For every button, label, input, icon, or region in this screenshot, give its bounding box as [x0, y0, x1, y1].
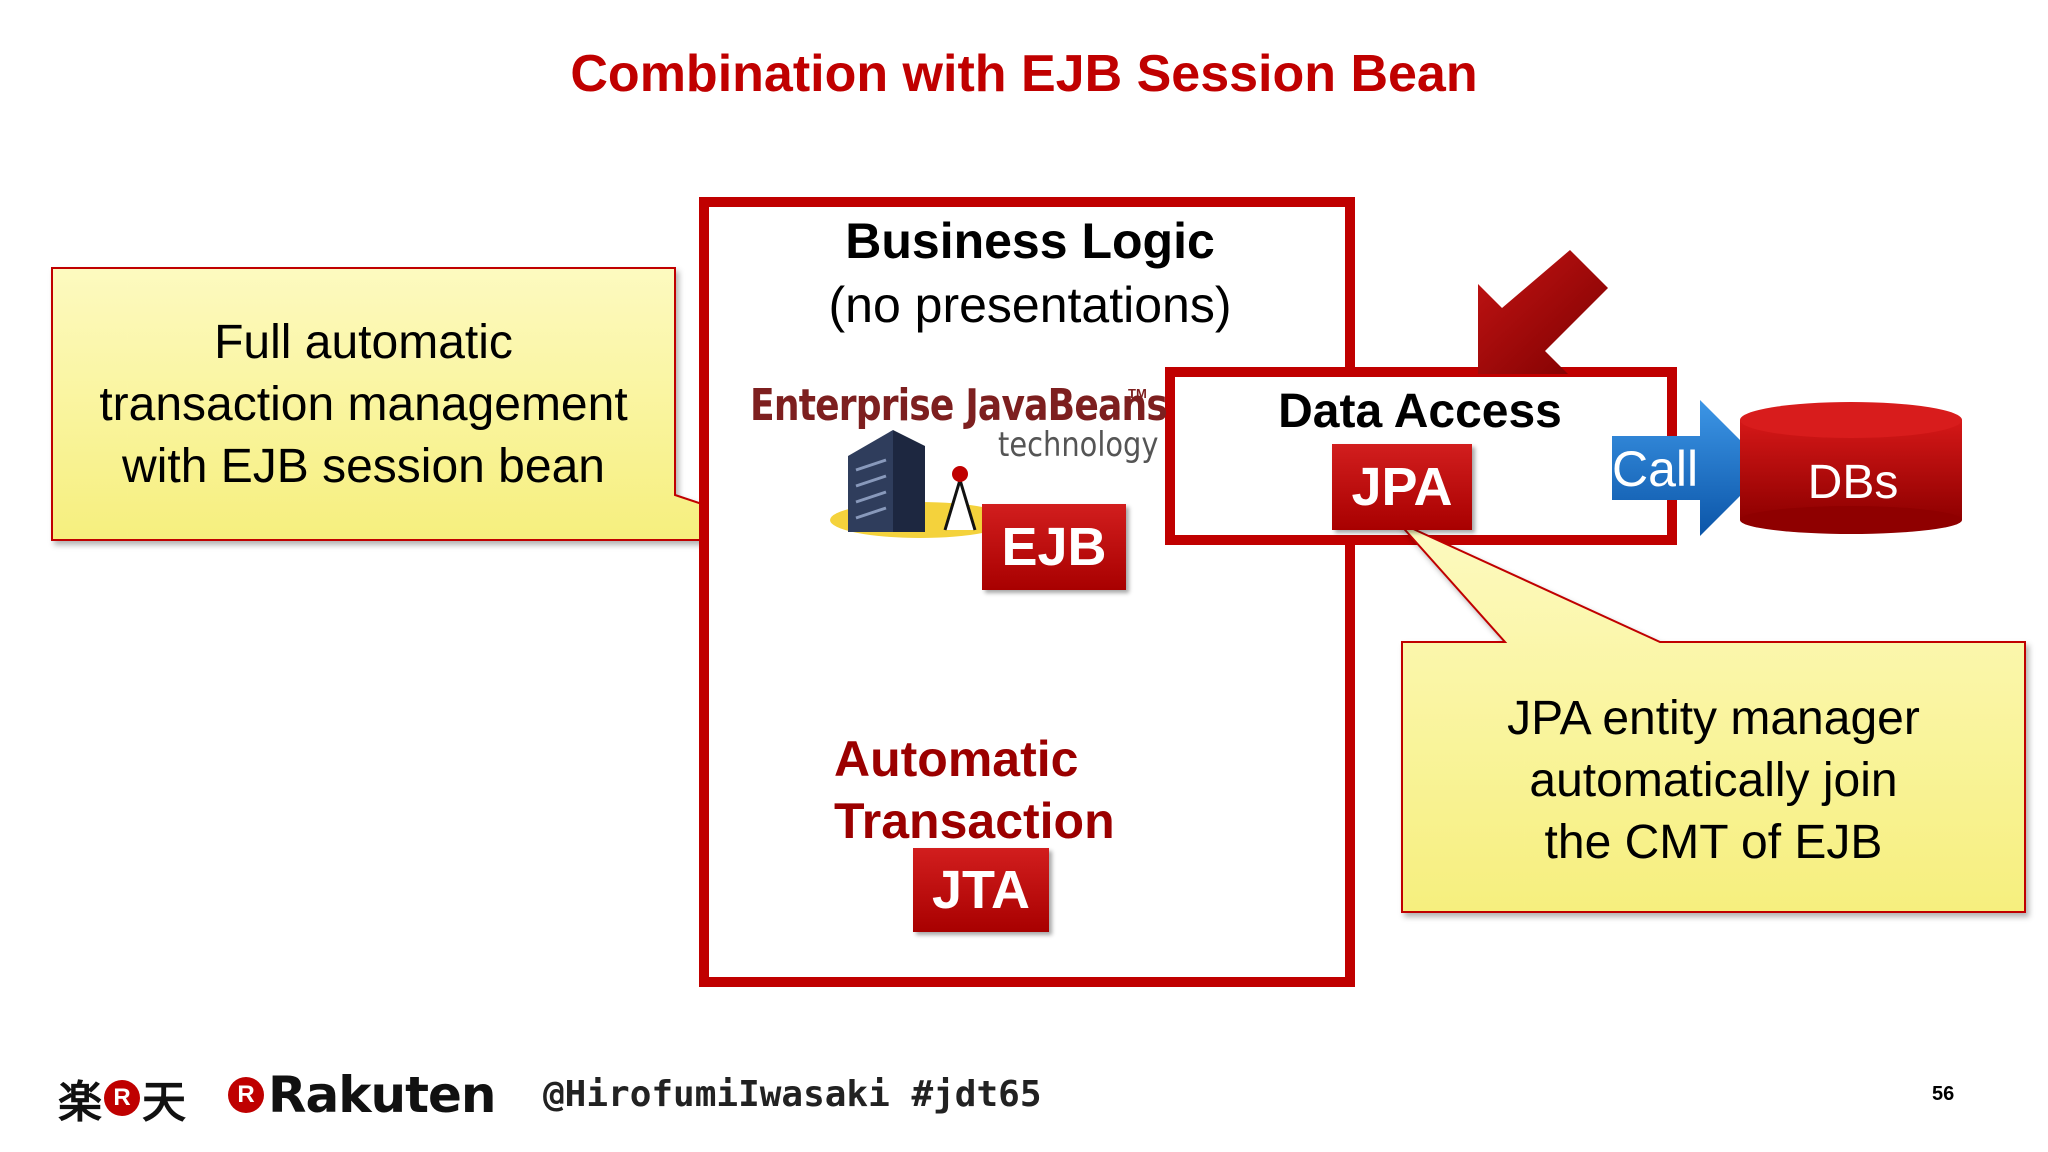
jpa-badge: JPA [1332, 444, 1472, 530]
dbs-label: DBs [1807, 456, 1899, 509]
business-logic-title: Business Logic [845, 213, 1215, 269]
slide-title: Combination with EJB Session Bean [570, 45, 1478, 103]
automatic-line1: Automatic [834, 731, 1079, 787]
database-icon [1740, 402, 1962, 534]
ejb-logo-subtext: technology [998, 425, 1159, 465]
callout-right-shape [1397, 521, 2026, 913]
ejb-logo-tm: TM [1128, 386, 1147, 401]
automatic-line2: Transaction [834, 793, 1115, 849]
callout-right-line1: JPA entity manager [1507, 692, 1920, 745]
brand-r-icon-2: R [228, 1077, 264, 1113]
rakuten-kanji-logo: 楽 R 天 [58, 1066, 186, 1130]
page-number: 56 [1932, 1083, 1955, 1105]
callout-left-line2: transaction management [99, 378, 628, 431]
automatic-transaction-label: Automatic Transaction [834, 728, 1115, 852]
ejb-badge: EJB [982, 504, 1126, 590]
callout-left-text: Full automatic transaction management wi… [52, 312, 675, 498]
call-label: Call [1612, 441, 1699, 497]
call-arrow-icon [1612, 400, 1768, 536]
business-logic-subtitle: (no presentations) [828, 277, 1232, 333]
ejb-logo-text: Enterprise JavaBeans [750, 380, 1168, 431]
callout-left-line1: Full automatic [214, 316, 513, 369]
brand-word: Rakuten [268, 1066, 496, 1124]
footer-handle: @HirofumiIwasaki #jdt65 [543, 1074, 1042, 1115]
jta-badge: JTA [913, 848, 1049, 932]
brand-kanji-2: 天 [142, 1077, 186, 1128]
brand-kanji-1: 楽 [58, 1077, 102, 1128]
data-access-title: Data Access [1278, 385, 1562, 438]
rakuten-word-logo: R Rakuten [228, 1066, 496, 1124]
red-arrow-icon [1478, 250, 1608, 374]
callout-right-line3: the CMT of EJB [1544, 816, 1883, 869]
brand-r-icon-1: R [104, 1080, 140, 1116]
callout-right-line2: automatically join [1529, 754, 1898, 807]
ejb-logo-graphic [830, 430, 1010, 538]
callout-right-text: JPA entity manager automatically join th… [1402, 688, 2025, 874]
callout-left-line3: with EJB session bean [122, 440, 605, 493]
